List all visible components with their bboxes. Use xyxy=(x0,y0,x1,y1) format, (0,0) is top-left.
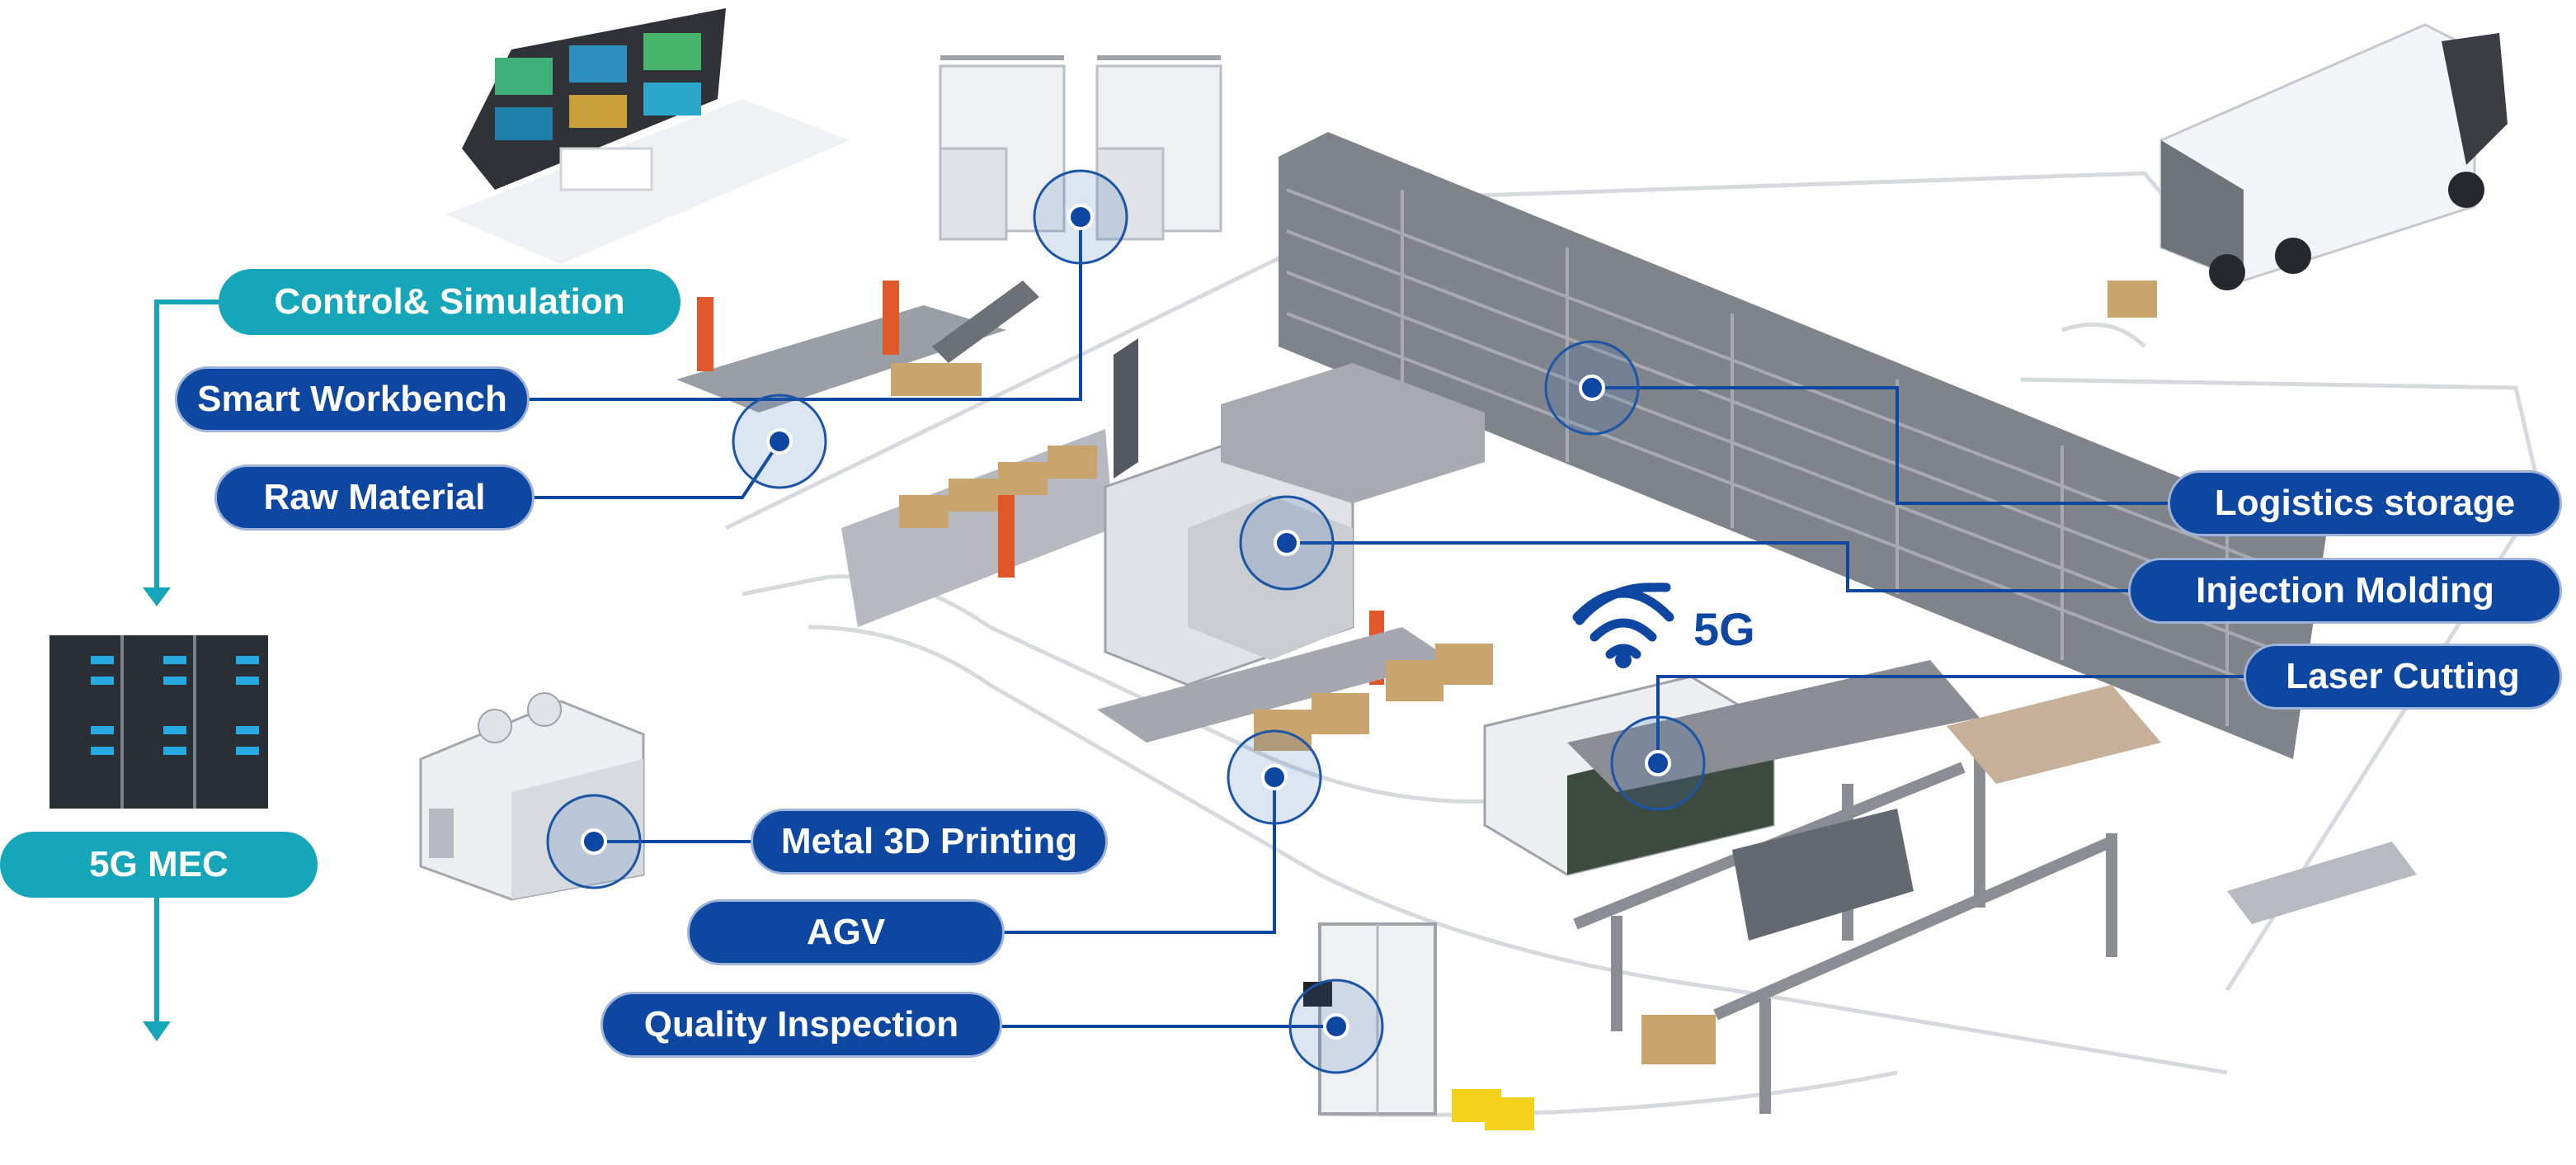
assembly-cell xyxy=(841,429,1114,627)
hotspots xyxy=(546,169,1706,1074)
arrow-down-icon xyxy=(143,587,171,606)
wireless-label: 5G xyxy=(1693,603,1755,655)
hotspot-laser-cutting xyxy=(1610,715,1706,811)
logistics-storage-label: Logistics storage xyxy=(2168,470,2562,536)
injection-machines xyxy=(1104,338,1485,686)
wifi-icon xyxy=(1572,582,1674,659)
hotspot-metal-3d-printing xyxy=(546,794,642,889)
laser-machine xyxy=(1483,660,1980,876)
raw-material-label: Raw Material xyxy=(214,465,535,531)
agv-label: AGV xyxy=(687,899,1005,965)
hotspot-logistics-storage xyxy=(1544,340,1640,436)
laser-cutting-label: Laser Cutting xyxy=(2244,644,2562,710)
inspection-station xyxy=(1303,922,1534,1130)
hotspot-quality-inspection xyxy=(1288,979,1384,1074)
workbenches xyxy=(939,55,1222,241)
leader-lines xyxy=(528,217,2248,1028)
truck xyxy=(2107,23,2508,318)
metal-3d-printing-label: Metal 3D Printing xyxy=(751,809,1108,875)
control-simulation-label: Control& Simulation xyxy=(219,269,680,335)
server-icon xyxy=(49,635,268,809)
hotspot-smart-workbench xyxy=(1033,169,1128,265)
injection-molding-label: Injection Molding xyxy=(2128,558,2562,624)
mec-flow-arrows xyxy=(154,300,219,1023)
lower-conveyor xyxy=(1097,627,1493,751)
hotspot-raw-material xyxy=(732,394,827,489)
mec-label: 5G MEC xyxy=(0,832,318,898)
robot-line xyxy=(676,281,1039,413)
wifi-dot xyxy=(1615,652,1632,668)
hotspot-injection-molding xyxy=(1239,495,1335,591)
smart-workbench-label: Smart Workbench xyxy=(175,366,530,432)
control-room xyxy=(445,8,850,264)
arrow-down-icon xyxy=(143,1021,171,1041)
hotspot-agv xyxy=(1227,729,1322,825)
cutting-tables xyxy=(1641,685,2417,1064)
quality-inspection-label: Quality Inspection xyxy=(600,992,1002,1058)
